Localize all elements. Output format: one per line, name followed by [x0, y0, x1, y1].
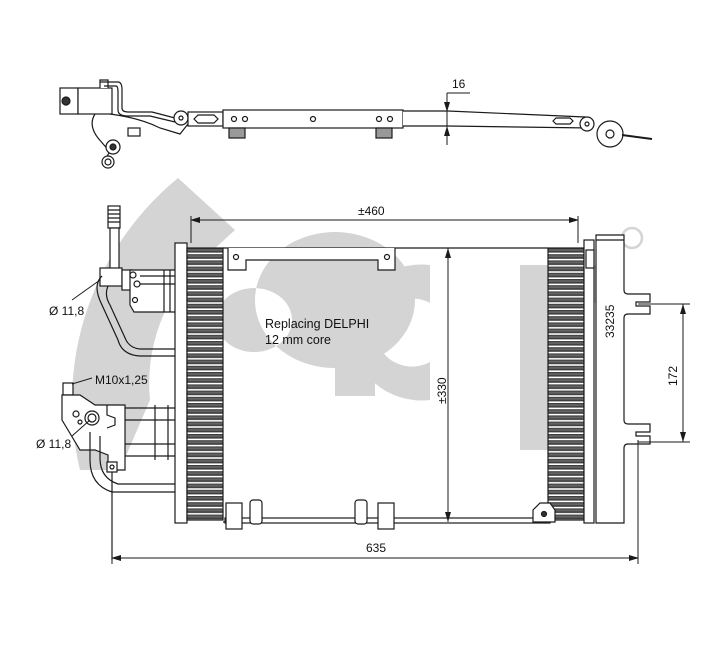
dimension-16: [444, 92, 470, 145]
dim-top-thickness: 16: [452, 77, 466, 91]
part-number: 33235: [603, 304, 617, 338]
top-view: [59, 79, 653, 169]
condenser-core: [174, 234, 651, 530]
dim-bracket-spacing: 172: [666, 365, 680, 386]
note-line-1: Replacing DELPHI: [265, 317, 370, 331]
callout-outlet-diameter: Ø 11,8: [36, 437, 72, 451]
dim-core-height: ±330: [435, 377, 449, 404]
note-line-2: 12 mm core: [265, 333, 331, 347]
replacement-note: Replacing DELPHI 12 mm core: [265, 316, 369, 348]
left-pipework: [61, 205, 179, 560]
dim-core-width: ±460: [358, 204, 385, 218]
callout-inlet-diameter: Ø 11,8: [49, 304, 85, 318]
dim-overall-width: 635: [366, 541, 387, 555]
callout-thread: M10x1,25: [95, 373, 148, 387]
dimension-lines: [71, 216, 690, 564]
